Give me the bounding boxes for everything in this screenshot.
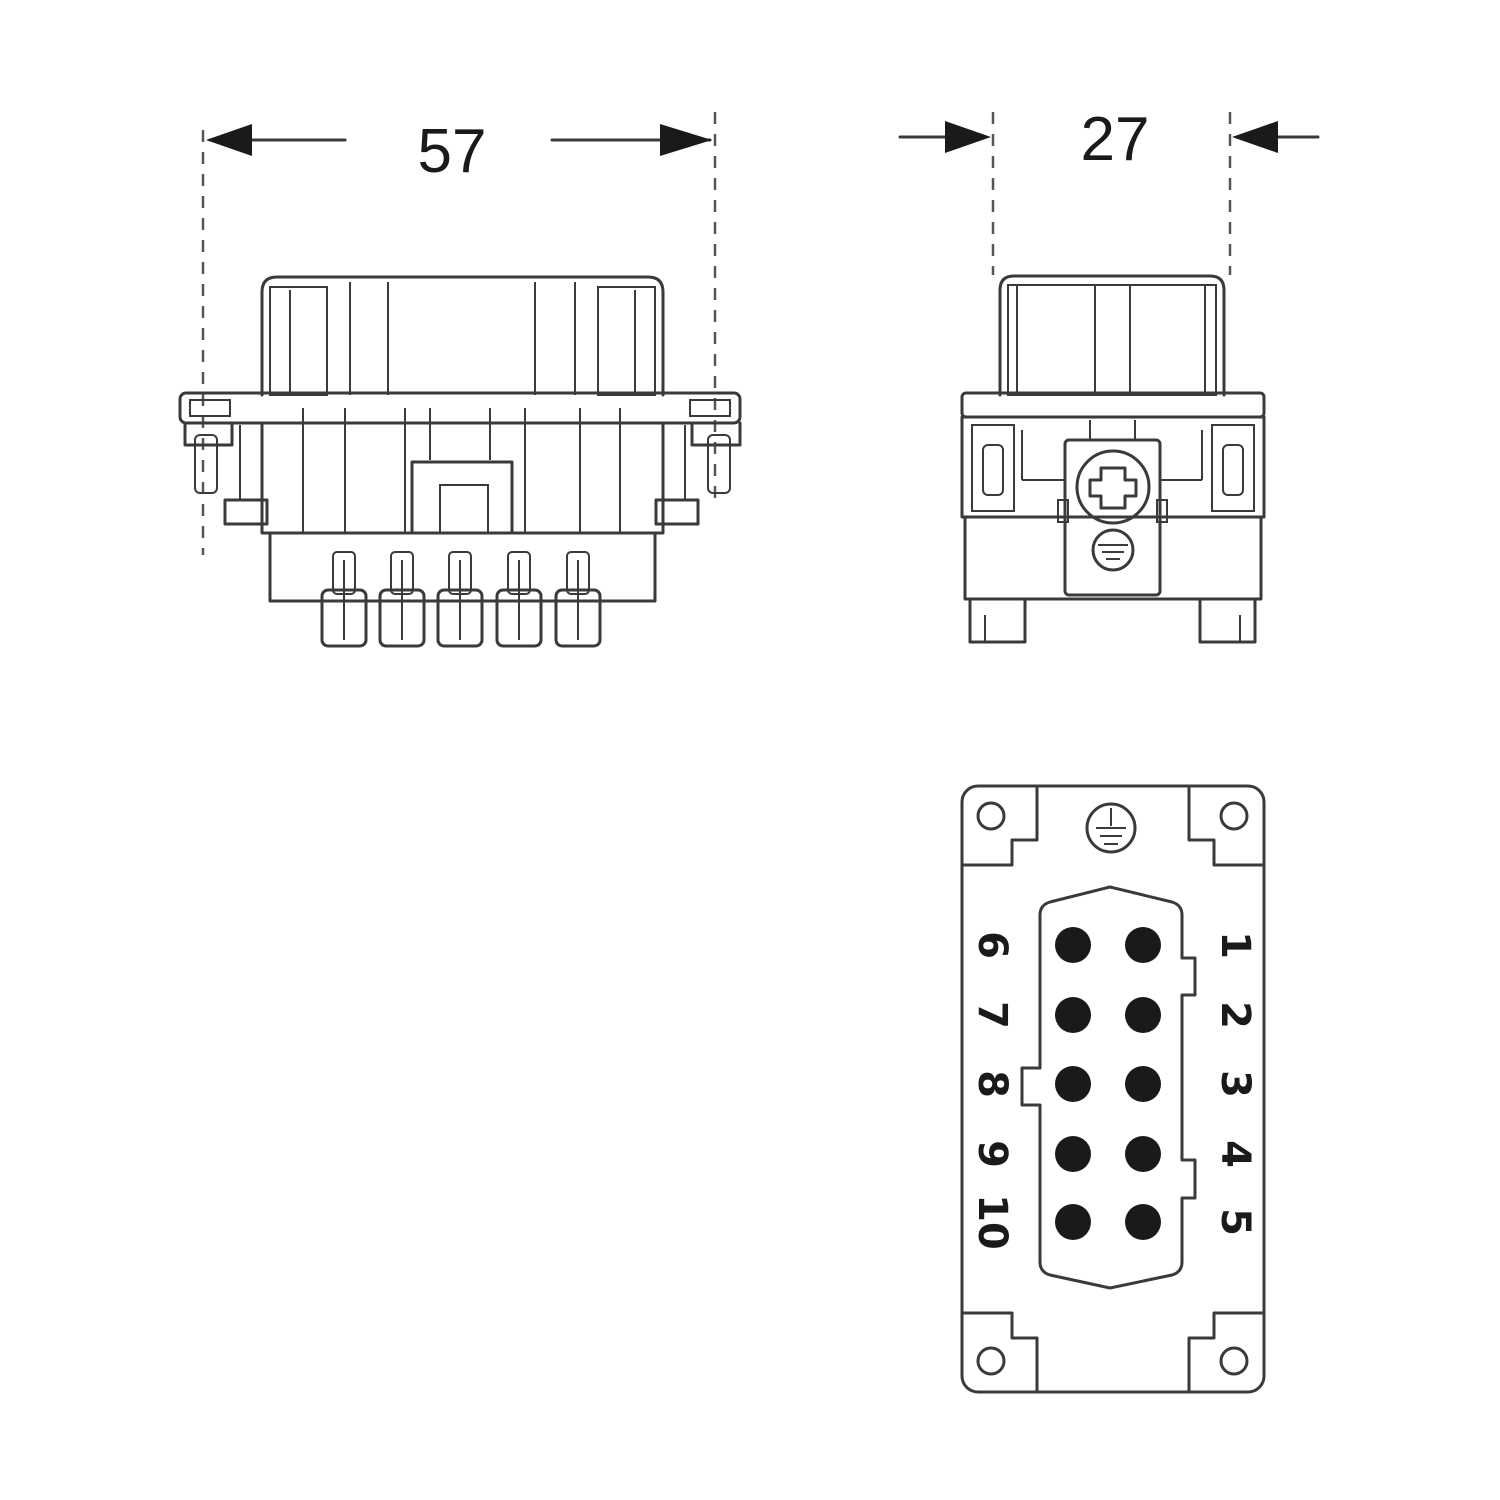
pin-label: 5: [1212, 1208, 1258, 1236]
ground-symbol-icon: [1085, 802, 1137, 854]
pin-label: 9: [969, 1140, 1015, 1168]
pin-label: 8: [969, 1070, 1015, 1098]
pin-labels-right: 1 2 3 4 5: [1212, 931, 1258, 1236]
mounting-hole: [976, 801, 1006, 831]
contact-5: [1125, 1204, 1161, 1240]
face-view: 6 7 8 9 10 1 2 3 4 5: [960, 784, 1266, 1394]
depth-dimension-text: 27: [1081, 105, 1150, 174]
contact-1: [1125, 927, 1161, 963]
width-dimension: 57: [201, 112, 717, 555]
pin-label: 2: [1212, 1001, 1258, 1029]
mounting-hole: [1219, 801, 1249, 831]
pin-label: 1: [1212, 931, 1258, 959]
terminal: [378, 551, 426, 648]
terminal: [495, 551, 543, 648]
pin-label: 7: [969, 1001, 1015, 1029]
front-view: 57: [178, 112, 742, 648]
side-view: 27: [898, 105, 1320, 644]
width-dimension-text: 57: [418, 117, 487, 186]
pin-label: 4: [1212, 1140, 1258, 1168]
contact-array: [1055, 927, 1161, 1240]
terminal: [554, 551, 602, 648]
crimp-terminals: [320, 551, 602, 648]
depth-dimension: 27: [898, 105, 1320, 275]
pin-labels-left: 6 7 8 9 10: [969, 931, 1015, 1250]
contact-4: [1125, 1136, 1161, 1172]
contact-9: [1055, 1136, 1091, 1172]
contact-insert-outline: [1020, 885, 1197, 1290]
contact-2: [1125, 997, 1161, 1033]
terminal: [436, 551, 484, 648]
pin-label: 3: [1212, 1070, 1258, 1098]
pin-label: 6: [969, 931, 1015, 959]
mounting-hole: [976, 1346, 1006, 1376]
contact-6: [1055, 927, 1091, 963]
terminal: [320, 551, 368, 648]
contact-10: [1055, 1204, 1091, 1240]
contact-3: [1125, 1066, 1161, 1102]
contact-7: [1055, 997, 1091, 1033]
mounting-hole: [1219, 1346, 1249, 1376]
contact-8: [1055, 1066, 1091, 1102]
pin-label: 10: [969, 1194, 1015, 1250]
